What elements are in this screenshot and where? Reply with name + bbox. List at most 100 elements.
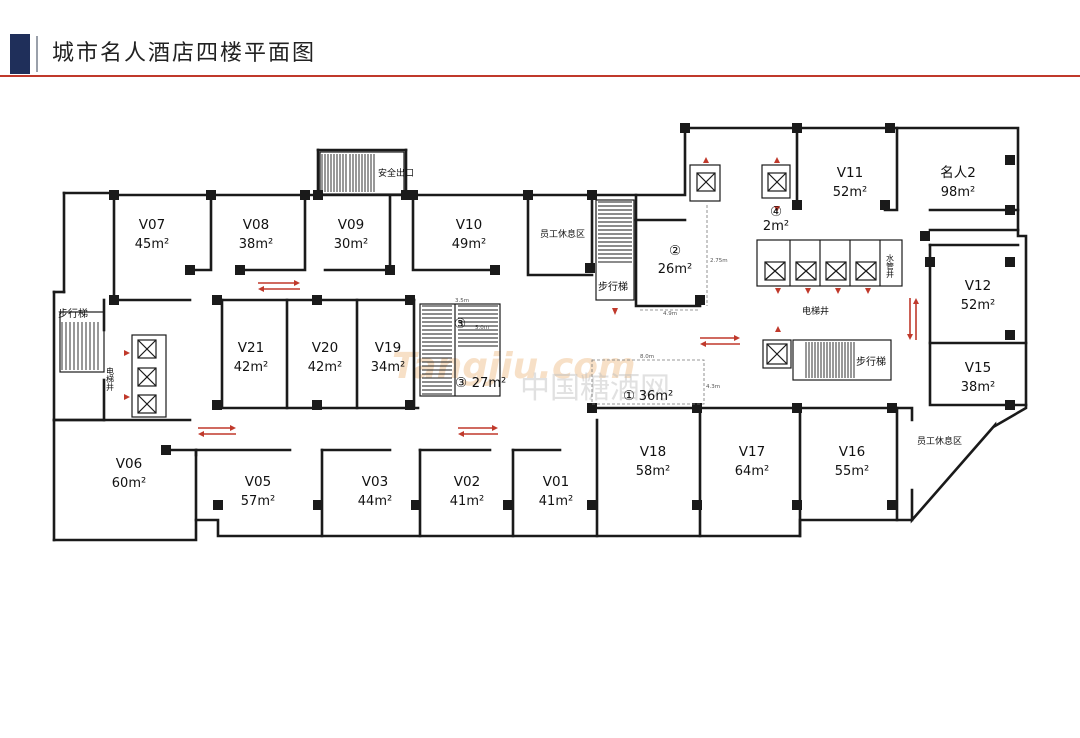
outer-walls	[52, 126, 1028, 542]
room-id: V06	[116, 456, 142, 472]
safety-exit-label: 安全出口	[378, 167, 414, 179]
stair-right-label: 步行梯	[856, 355, 886, 368]
room-0: V07 45m²	[135, 217, 169, 252]
elevator-icon	[855, 261, 877, 281]
column-marker	[185, 265, 195, 275]
elevator-icon	[795, 261, 817, 281]
room-id: V10	[456, 217, 482, 233]
watermark-latin: Tangjiu.com	[392, 346, 636, 387]
facility-labels: 步行梯 步行梯 步行梯 电梯井 员工休息区 员工休息区 安全出口 电梯井 水管井	[58, 167, 962, 447]
page-title: 城市名人酒店四楼平面图	[52, 41, 317, 66]
column-marker	[313, 190, 323, 200]
dimension-label: 4.9m	[663, 311, 677, 317]
flow-arrows	[124, 157, 919, 437]
column-marker	[887, 403, 897, 413]
column-marker	[792, 500, 802, 510]
room-area: 41m²	[539, 494, 573, 509]
column-marker	[109, 295, 119, 305]
room-id: V16	[839, 444, 865, 460]
room-area: 38m²	[239, 237, 273, 252]
small-red-marks	[124, 157, 871, 400]
room-area: 55m²	[835, 464, 869, 479]
column-marker	[885, 123, 895, 133]
room-area: 64m²	[735, 464, 769, 479]
space-area: 26m²	[658, 262, 692, 277]
column-marker	[109, 190, 119, 200]
room-id: V15	[965, 360, 991, 376]
columns	[109, 123, 1015, 510]
space-area: 27m²	[472, 376, 506, 391]
dimension-label: 8.0m	[640, 354, 654, 360]
room-labels: V0745m²V0838m²V0930m²V1049m²V1152m²名人298…	[112, 165, 995, 509]
room-id: V12	[965, 278, 991, 294]
room-16: V18 58m²	[636, 444, 670, 479]
title-divider	[36, 36, 38, 72]
column-marker	[300, 190, 310, 200]
title-accent-block	[10, 34, 30, 74]
space-number: ②	[669, 243, 681, 259]
column-marker	[925, 257, 935, 267]
room-2: V09 30m²	[334, 217, 368, 252]
column-marker	[692, 500, 702, 510]
room-id: V21	[238, 340, 264, 356]
column-marker	[385, 265, 395, 275]
elevator-cars	[137, 172, 877, 414]
column-marker	[408, 190, 418, 200]
flow-arrow-icon	[458, 425, 498, 437]
column-marker	[792, 403, 802, 413]
title-bar: 城市名人酒店四楼平面图	[0, 0, 1080, 80]
staff-rest-top-label: 员工休息区	[540, 228, 585, 240]
column-marker	[213, 500, 223, 510]
title-rule	[0, 75, 1080, 77]
space-number: ③	[455, 375, 467, 391]
dimensions: 3.5m 5.0m 8.0m 4.9m 2.75m 4.3m	[455, 258, 728, 390]
elevator-left-label: 电梯井	[106, 366, 115, 392]
space-number: ①	[623, 388, 635, 404]
stair-left-label: 步行梯	[58, 307, 88, 320]
room-area: 58m²	[636, 464, 670, 479]
room-id: V20	[312, 340, 338, 356]
room-area: 49m²	[452, 237, 486, 252]
flow-arrow-icon	[700, 335, 740, 347]
column-marker	[1005, 400, 1015, 410]
flow-arrow-icon	[258, 280, 300, 292]
space-number: ④	[770, 204, 782, 220]
inner-walls	[52, 126, 1028, 538]
dimension-label: 3.5m	[455, 298, 469, 304]
room-area: 38m²	[961, 380, 995, 395]
elevator-icon	[825, 261, 847, 281]
staff-rest-right-label: 员工休息区	[917, 435, 962, 447]
elevator-shaft-label: 电梯井	[802, 305, 829, 317]
room-id: V18	[640, 444, 666, 460]
dimension-label: 5.0m	[475, 325, 489, 331]
room-area: 34m²	[371, 360, 405, 375]
stair-center-label: 步行梯	[598, 280, 628, 293]
column-marker	[503, 500, 513, 510]
room-14: V02 41m²	[450, 474, 484, 509]
column-marker	[206, 190, 216, 200]
room-area: 41m²	[450, 494, 484, 509]
column-marker	[523, 190, 533, 200]
elevator-icon	[137, 339, 157, 359]
room-id: V05	[245, 474, 271, 490]
room-id: V09	[338, 217, 364, 233]
room-id: V02	[454, 474, 480, 490]
room-7: V15 38m²	[961, 360, 995, 395]
column-marker	[880, 200, 890, 210]
flow-arrow-icon	[198, 425, 236, 437]
room-area: 30m²	[334, 237, 368, 252]
column-marker	[887, 500, 897, 510]
column-marker	[1005, 205, 1015, 215]
room-area: 52m²	[833, 185, 867, 200]
room-id: V07	[139, 217, 165, 233]
room-area: 45m²	[135, 237, 169, 252]
column-marker	[1005, 257, 1015, 267]
water-shaft-label: 水管井	[886, 253, 895, 279]
room-area: 42m²	[308, 360, 342, 375]
column-marker	[405, 400, 415, 410]
